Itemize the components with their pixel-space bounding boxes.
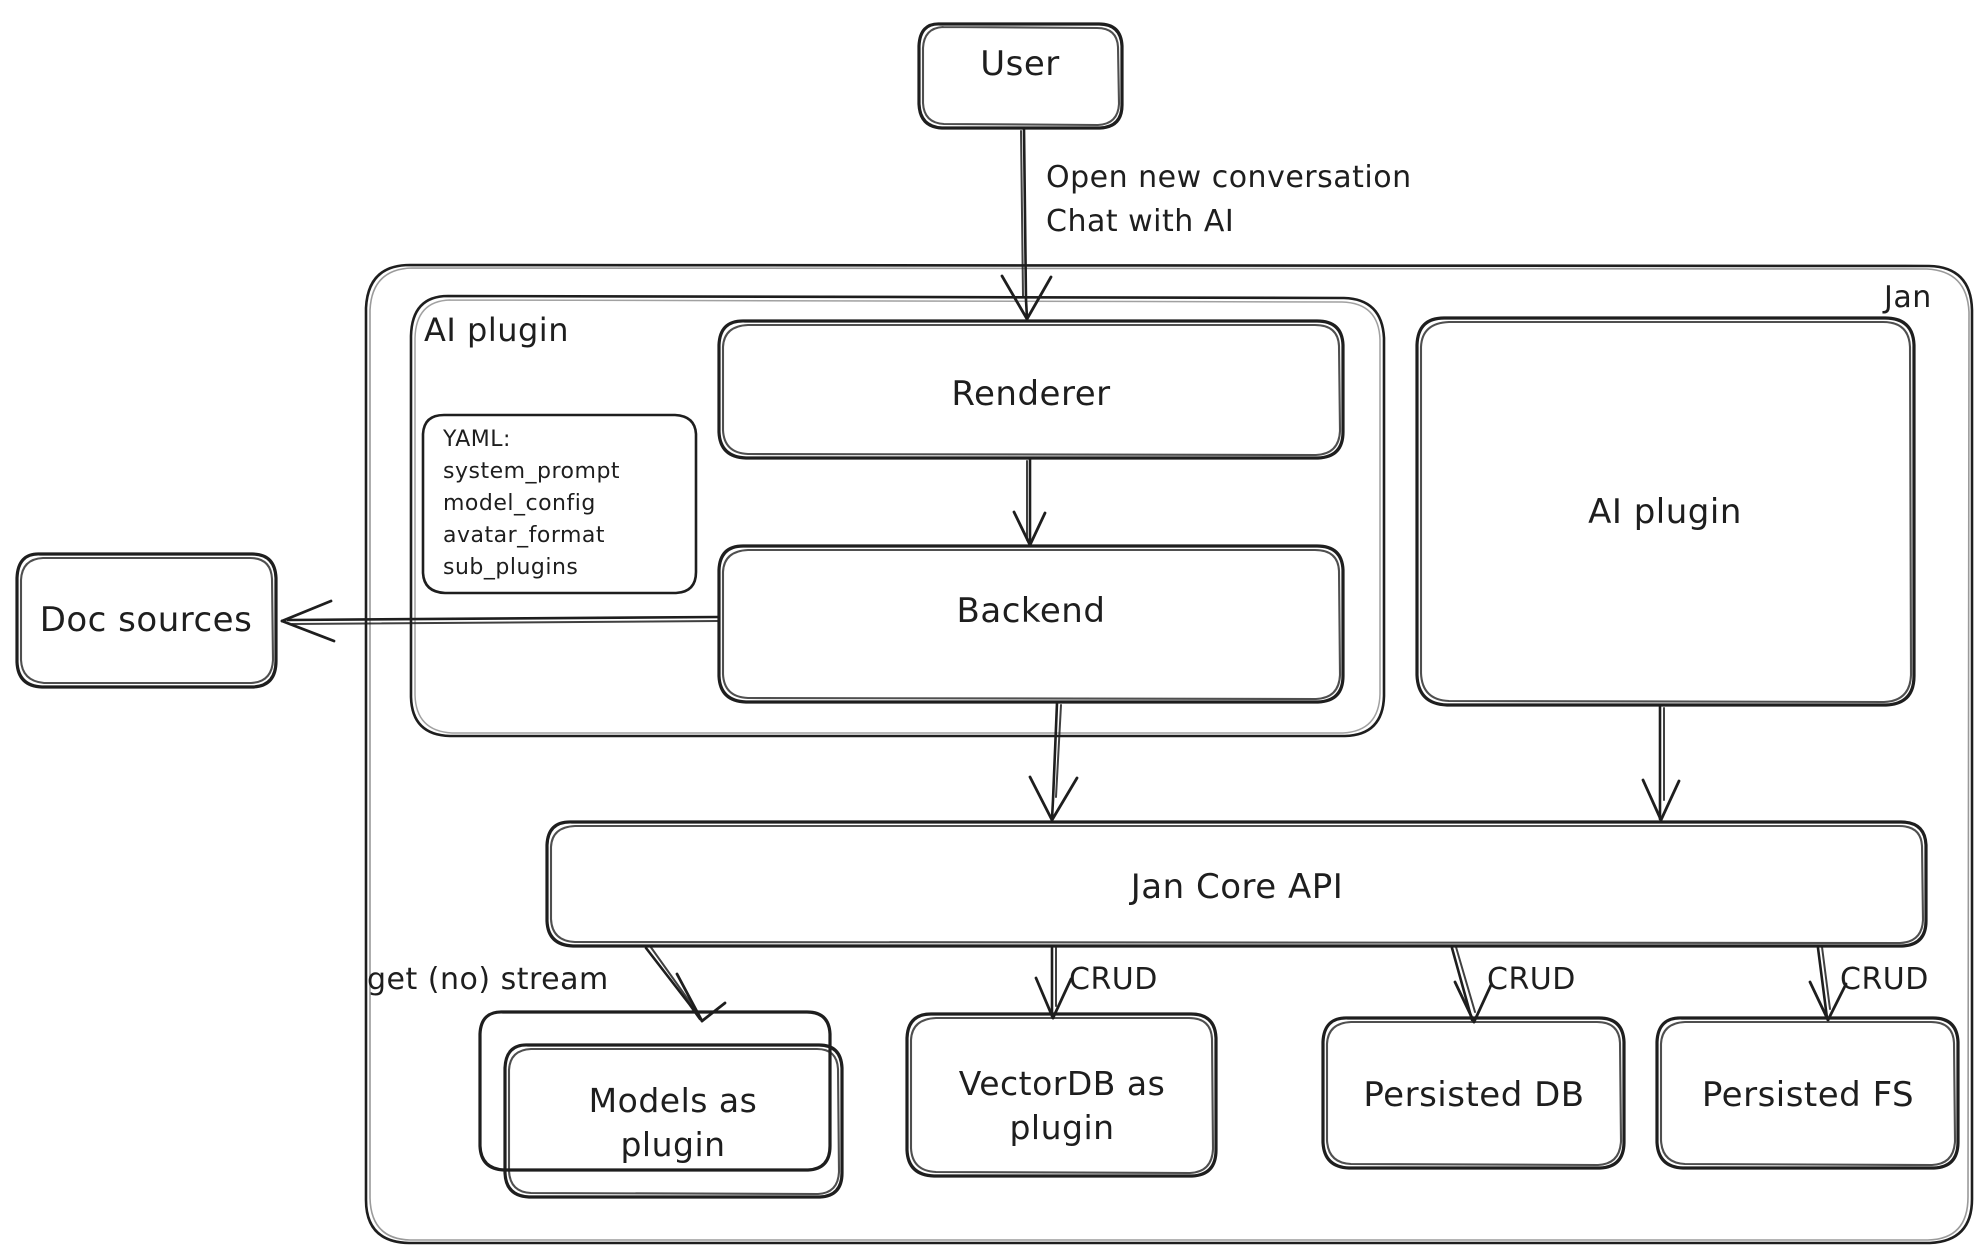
edge-jan-core-api-to-vectordb	[1034, 946, 1073, 1020]
backend-box-shape	[717, 544, 1345, 704]
ai-plugin-group-shape	[409, 294, 1386, 738]
edge-jan-core-api-to-persisted-db	[1450, 946, 1493, 1024]
persisted-fs-box-shape	[1655, 1016, 1960, 1170]
edge-jan-core-api-to-models	[644, 945, 727, 1023]
renderer-box-shape	[717, 319, 1345, 460]
user-box-shape	[917, 22, 1124, 130]
edge-backend-to-jan-core-api	[1028, 701, 1079, 822]
vectordb-as-plugin-box-shape	[905, 1012, 1218, 1178]
doc-sources-box-shape	[15, 552, 278, 689]
edge-jan-core-api-to-persisted-fs	[1808, 946, 1848, 1022]
edge-ai-plugin-to-jan-core-api	[1641, 704, 1681, 822]
edge-renderer-to-backend	[1012, 457, 1047, 547]
persisted-db-box-shape	[1321, 1016, 1626, 1170]
edge-user-to-renderer	[1000, 127, 1053, 321]
models-as-plugin-box-shape	[478, 1010, 844, 1199]
ai-plugin-right-box-shape	[1415, 316, 1916, 707]
jan-container-shape	[364, 263, 1974, 1245]
jan-core-api-box-shape	[545, 820, 1928, 948]
yaml-note-shape	[421, 413, 698, 595]
edge-backend-to-doc-sources	[280, 599, 720, 643]
